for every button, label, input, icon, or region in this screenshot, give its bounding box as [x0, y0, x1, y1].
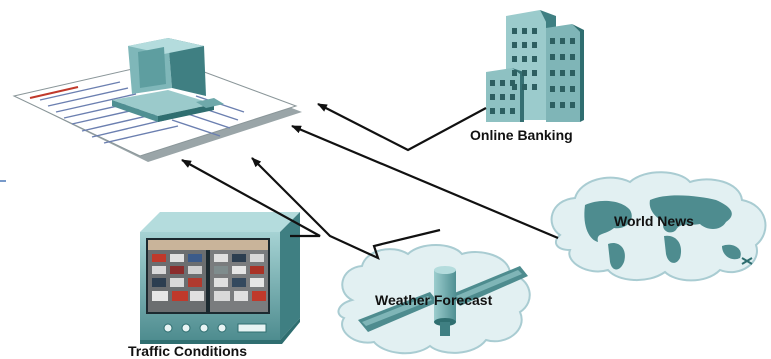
world-news-label: World News	[614, 213, 694, 229]
traffic-image	[148, 240, 268, 312]
online-banking-label: Online Banking	[470, 127, 573, 143]
arrow-weather-forecast	[251, 157, 441, 261]
arrow-traffic-conditions	[181, 159, 321, 238]
satellite-cloud-icon	[337, 244, 531, 355]
traffic-monitor-icon	[140, 212, 300, 344]
arrow-online-banking	[317, 103, 487, 152]
desktop-computer-icon	[12, 38, 302, 162]
arrows	[181, 103, 559, 261]
world-map-cloud-icon	[550, 171, 767, 282]
traffic-conditions-label: Traffic Conditions	[128, 343, 247, 359]
weather-forecast-label: Weather Forecast	[375, 292, 493, 308]
arrow-world-news	[291, 124, 559, 240]
office-building-icon	[486, 10, 584, 122]
